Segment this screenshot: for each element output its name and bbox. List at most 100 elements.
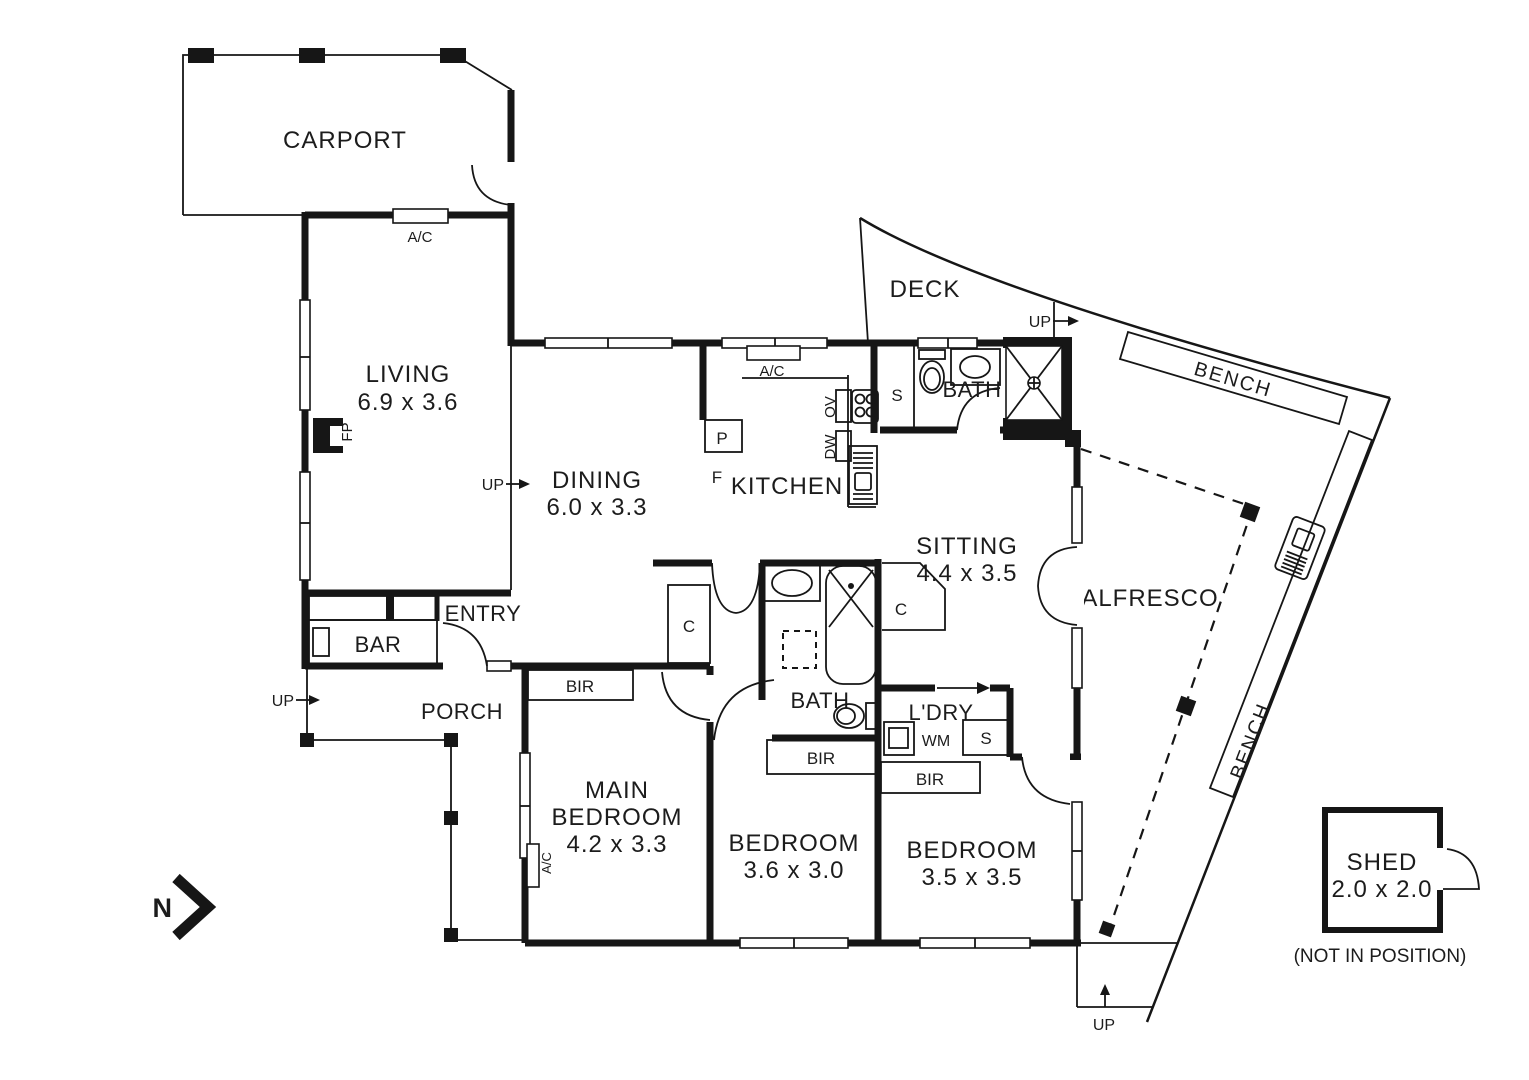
alfresco-post-icon [1098,920,1116,938]
room-label-deck: DECK [890,276,961,303]
doors [442,164,1078,805]
cupboard-label-sitting: C [895,600,907,619]
window-icon [299,471,311,581]
fridge-label: F [712,468,722,487]
door-arc-carport [471,164,512,206]
dining-room: DINING 6.0 x 3.3 [546,467,647,521]
deck-left-edge [859,217,869,344]
ac-label-living: A/C [407,229,432,246]
room-dims-bedroom2: 3.6 x 3.0 [743,857,844,884]
porch-post-icon [444,733,458,747]
bedroom3: BIR BEDROOM 3.5 x 3.5 [880,761,1037,891]
sink-icon [848,445,878,505]
alfresco-dashed-edge [1080,447,1254,509]
bench-top-outline [1118,330,1349,426]
room-label-carport: CARPORT [283,127,407,154]
toilet-icon [833,702,878,730]
bir-box-main [527,669,634,701]
porch-post-icon [444,811,458,825]
kitchen: A/C P F OV DW KITCHEN [704,345,879,508]
north-label: N [153,893,173,923]
shed: SHED 2.0 x 2.0 (NOT IN POSITION) [1294,807,1480,967]
laundry: L'DRY WM S [883,682,1009,756]
cupboard-sitting-outline [882,562,946,631]
basin-icon [950,348,1001,386]
ac-unit-icon [526,843,540,888]
alfresco-post-icon [1239,501,1261,523]
shower-icon [1005,345,1063,421]
kitchen-counter-line [742,375,876,508]
bir-label-bedroom2: BIR [807,749,835,768]
bench-right: BENCH [1208,429,1374,799]
window-icon [544,337,673,349]
basin-icon [763,564,821,602]
bir-box-bedroom3 [880,761,981,794]
room-label-bedroom3: BEDROOM [906,837,1037,864]
door-arc-french-top [1037,546,1078,587]
porch-post-icon [300,733,314,747]
window-icon [1071,801,1083,901]
door-arc-hall-right [735,562,761,614]
alfresco-dashed-edge [1107,506,1255,931]
carport-post-icon [188,48,214,63]
room-dims-bedroom3: 3.5 x 3.5 [921,864,1022,891]
washing-machine-icon [883,721,915,756]
bar-sink-icon [312,627,330,657]
room-label-sitting: SITTING [916,533,1018,560]
door-arc-hall-left [711,562,737,614]
bench-right-outline [1208,429,1374,799]
room-label-main-bedroom-1: MAIN [585,777,649,804]
shed-note: (NOT IN POSITION) [1294,946,1467,967]
door-arc-bedroom2 [713,679,775,741]
door-arc-entry [442,622,488,667]
fp-label: FP [339,422,356,441]
window-icon [1071,486,1083,544]
toilet-icon [918,349,946,394]
up-arrowhead-deck-icon [1068,316,1079,326]
up-label-porch: UP [272,693,294,710]
up-label-deck: UP [1029,314,1051,331]
shed-door-arc [1443,848,1480,890]
window-icon [917,337,978,349]
shed-label: SHED [1347,849,1418,876]
up-label-living: UP [482,477,504,494]
bir-label-main: BIR [566,677,594,696]
window-icon [1071,627,1083,689]
main-bedroom: BIR MAIN BEDROOM 4.2 x 3.3 A/C [526,669,682,888]
bar-outline [308,619,438,665]
room-dims-living: 6.9 x 3.6 [357,389,458,416]
door-arc-bath-top [956,387,1001,431]
door-gap [1070,760,1084,802]
oven-label: OV [822,396,839,418]
bath-top: S BATH [891,345,1063,430]
rear-step: UP [1076,942,1178,1034]
pantry-label: P [716,429,727,448]
window-icon [299,299,311,411]
carport-door-gap [504,162,518,203]
store-label: S [891,386,902,405]
carport-post-icon [299,48,325,63]
room-label-bar: BAR [355,632,402,657]
bedroom2: BIR BEDROOM 3.6 x 3.0 [728,739,877,884]
laundry-door-arrowhead-icon [977,682,990,694]
porch: PORCH UP [272,669,522,942]
door-arc-french-bottom [1037,585,1078,626]
room-dims-dining: 6.0 x 3.3 [546,494,647,521]
shed-dims: 2.0 x 2.0 [1331,876,1432,903]
north-arrow-icon: N [153,873,217,941]
ac-unit-icon [746,345,801,361]
room-label-main-bedroom-2: BEDROOM [551,804,682,831]
window-icon [486,660,512,672]
fireplace-icon [313,418,343,453]
room-label-bath-main: BATH [790,688,849,713]
bar: BAR [308,593,438,665]
bar-counter-divider [386,593,394,620]
dishwasher-label: DW [822,434,839,460]
cooktop-icon [851,389,879,424]
pantry-box [704,419,743,453]
ac-unit-icon [392,208,449,224]
deck-curve-edge [859,216,1391,400]
wm-label: WM [922,733,950,750]
room-label-porch: PORCH [421,699,503,724]
